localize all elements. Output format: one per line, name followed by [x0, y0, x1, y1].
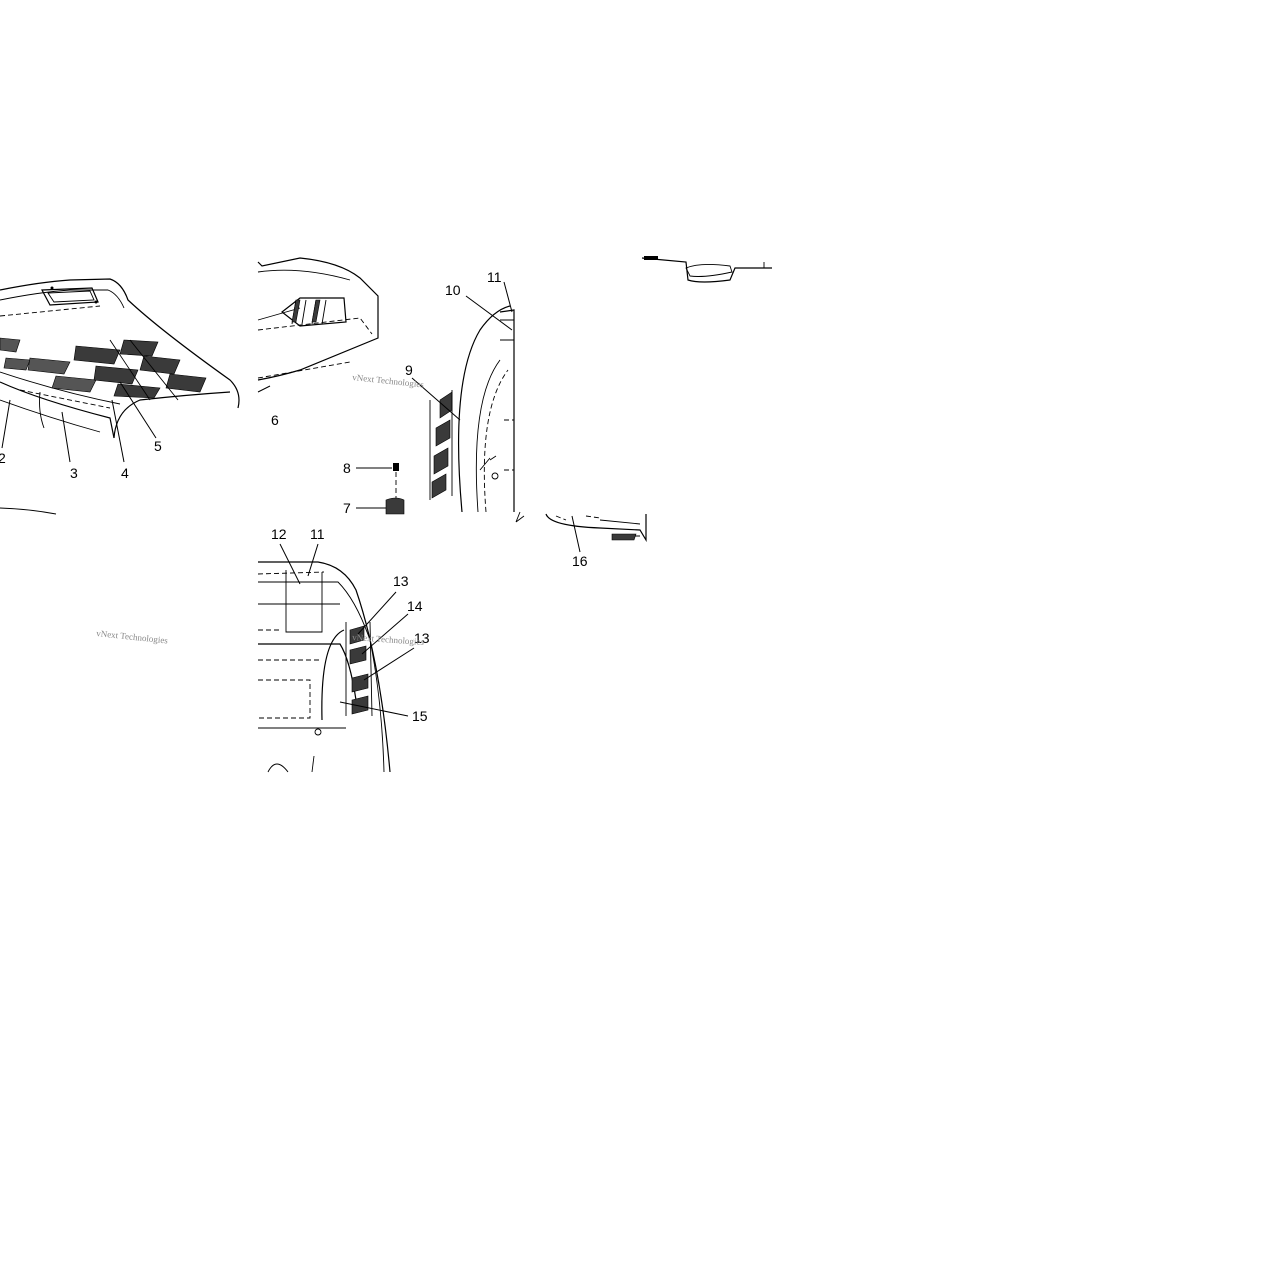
- watermark-2: vNext Technologies: [352, 372, 425, 390]
- callout-13-lower: 13: [414, 630, 430, 646]
- callout-13-upper: 13: [393, 573, 409, 589]
- callout-11-lower: 11: [310, 526, 325, 542]
- rear-side-panel: [257, 256, 772, 553]
- watermarks: vNext Technologies vNext Technologies vN…: [96, 372, 425, 647]
- callout-9: 9: [405, 362, 413, 378]
- callout-16: 16: [572, 553, 588, 569]
- hood-panel: [0, 278, 240, 515]
- callout-14: 14: [407, 598, 423, 614]
- callout-2: 2: [0, 450, 6, 466]
- callout-6: 6: [271, 412, 279, 428]
- callout-11-upper: 11: [487, 269, 502, 285]
- callout-8: 8: [343, 460, 351, 476]
- callout-15: 15: [412, 708, 428, 724]
- callout-10: 10: [445, 282, 461, 298]
- watermark-1: vNext Technologies: [96, 628, 169, 646]
- callout-4: 4: [121, 465, 129, 481]
- callout-12: 12: [271, 526, 287, 542]
- callouts: 2 3 4 5 6 7 8 9 10 11 11 12 13 13 14 15 …: [0, 269, 588, 724]
- callout-5: 5: [154, 438, 162, 454]
- callout-7: 7: [343, 500, 351, 516]
- side-detail-panel: [257, 543, 415, 773]
- callout-3: 3: [70, 465, 78, 481]
